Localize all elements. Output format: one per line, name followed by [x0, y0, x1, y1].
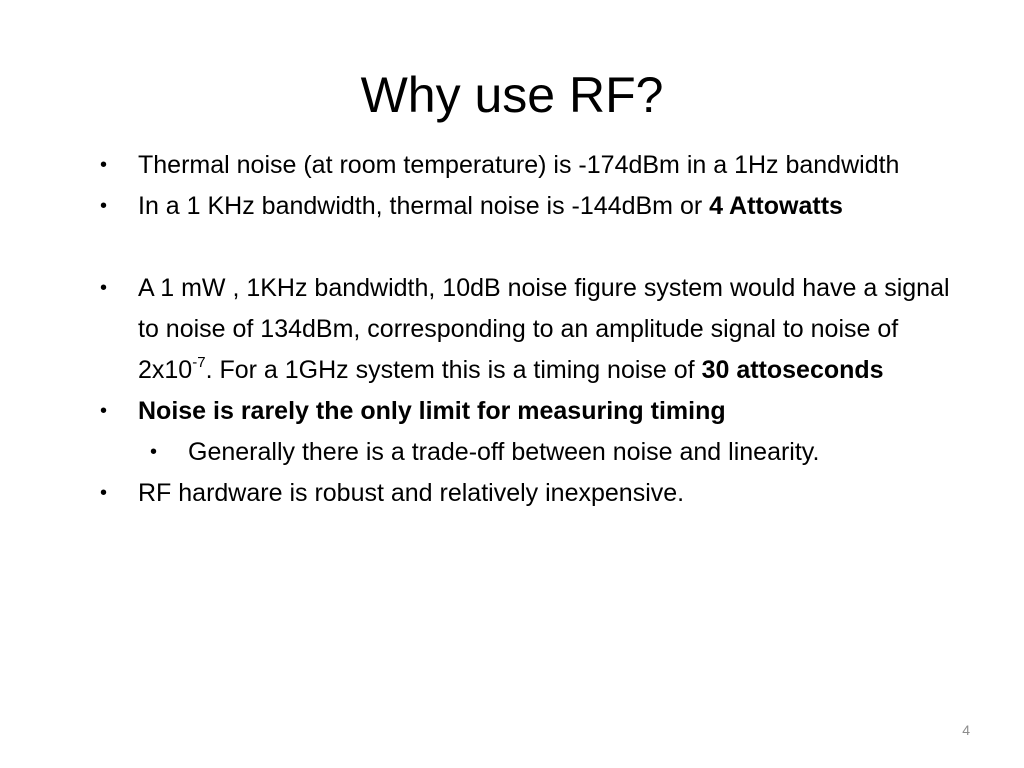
bullet-bold-text: 4 Attowatts: [709, 192, 843, 220]
bullet-text: A 1 mW , 1KHz bandwidth, 10dB noise figu…: [138, 274, 950, 384]
bullet-item: • A 1 mW , 1KHz bandwidth, 10dB noise fi…: [100, 268, 960, 391]
slide-title: Why use RF?: [360, 67, 664, 123]
bullet-marker: •: [150, 441, 158, 463]
bullet-marker: •: [100, 482, 108, 504]
sub-bullet-text: Generally there is a trade-off between n…: [188, 438, 820, 466]
bullet-item: • Noise is rarely the only limit for mea…: [100, 391, 960, 432]
bullet-bold-text: Noise is rarely the only limit for measu…: [138, 397, 726, 425]
bullet-text-continued: . For a 1GHz system this is a timing noi…: [205, 356, 702, 384]
sub-bullet-item: • Generally there is a trade-off between…: [150, 432, 960, 473]
bullet-marker: •: [100, 154, 108, 176]
bullet-text: RF hardware is robust and relatively ine…: [138, 479, 685, 507]
bullet-marker: •: [100, 400, 108, 422]
page-number: 4: [962, 722, 970, 738]
bullet-marker: •: [100, 277, 108, 299]
bullet-list: • Thermal noise (at room temperature) is…: [100, 145, 960, 514]
bullet-marker: •: [100, 195, 108, 217]
bullet-text: Thermal noise (at room temperature) is -…: [138, 151, 900, 179]
bullet-bold-text: 30 attoseconds: [701, 356, 884, 384]
exponent: -7: [192, 353, 206, 371]
bullet-item: • RF hardware is robust and relatively i…: [100, 473, 960, 514]
spacer: [100, 227, 960, 268]
bullet-item: • Thermal noise (at room temperature) is…: [100, 145, 960, 186]
bullet-text: In a 1 KHz bandwidth, thermal noise is -…: [138, 192, 710, 220]
bullet-item: • In a 1 KHz bandwidth, thermal noise is…: [100, 186, 960, 227]
